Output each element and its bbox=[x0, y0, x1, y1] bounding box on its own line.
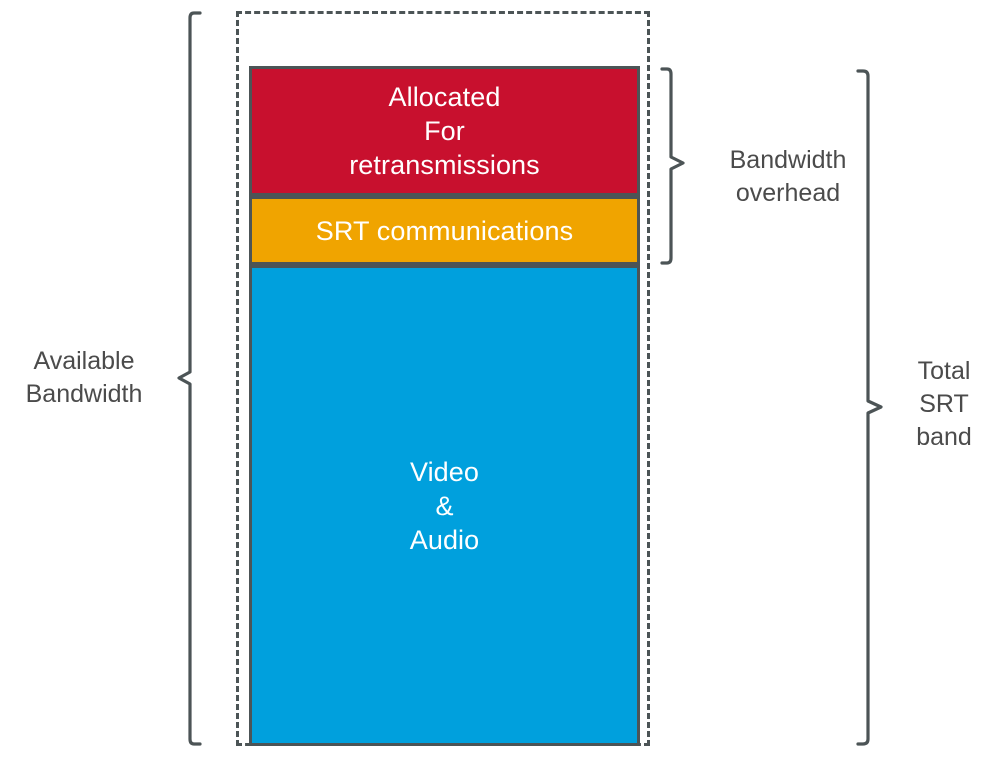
block-label-line: SRT communications bbox=[315, 215, 574, 246]
block-label-line: & bbox=[435, 490, 454, 521]
block-video-audio[interactable]: Video & Audio bbox=[249, 265, 640, 746]
block-label-line: Audio bbox=[409, 524, 480, 555]
label-total-srt-band: Total SRT band bbox=[892, 355, 996, 454]
label-line: Bandwidth bbox=[25, 380, 143, 408]
block-srt-communications[interactable]: SRT communications bbox=[249, 196, 640, 265]
label-line: Total bbox=[917, 357, 971, 385]
label-line: overhead bbox=[735, 179, 841, 207]
available-bandwidth-bracket bbox=[177, 11, 202, 746]
block-label-line: Allocated bbox=[388, 82, 501, 112]
label-bandwidth-overhead: Bandwidth overhead bbox=[703, 144, 873, 210]
block-label-line: For bbox=[424, 116, 465, 146]
total-srt-band-bracket bbox=[856, 69, 883, 746]
bandwidth-overhead-bracket bbox=[660, 67, 685, 265]
label-line: SRT bbox=[919, 390, 969, 418]
label-line: band bbox=[916, 423, 972, 451]
block-label-line: Video bbox=[409, 456, 480, 487]
label-line: Bandwidth bbox=[729, 146, 847, 174]
block-label-line: retransmissions bbox=[349, 150, 540, 180]
block-allocated-for-retransmissions[interactable]: Allocated For retransmissions bbox=[249, 66, 640, 196]
label-available-bandwidth: Available Bandwidth bbox=[4, 345, 164, 411]
label-line: Available bbox=[33, 347, 135, 375]
